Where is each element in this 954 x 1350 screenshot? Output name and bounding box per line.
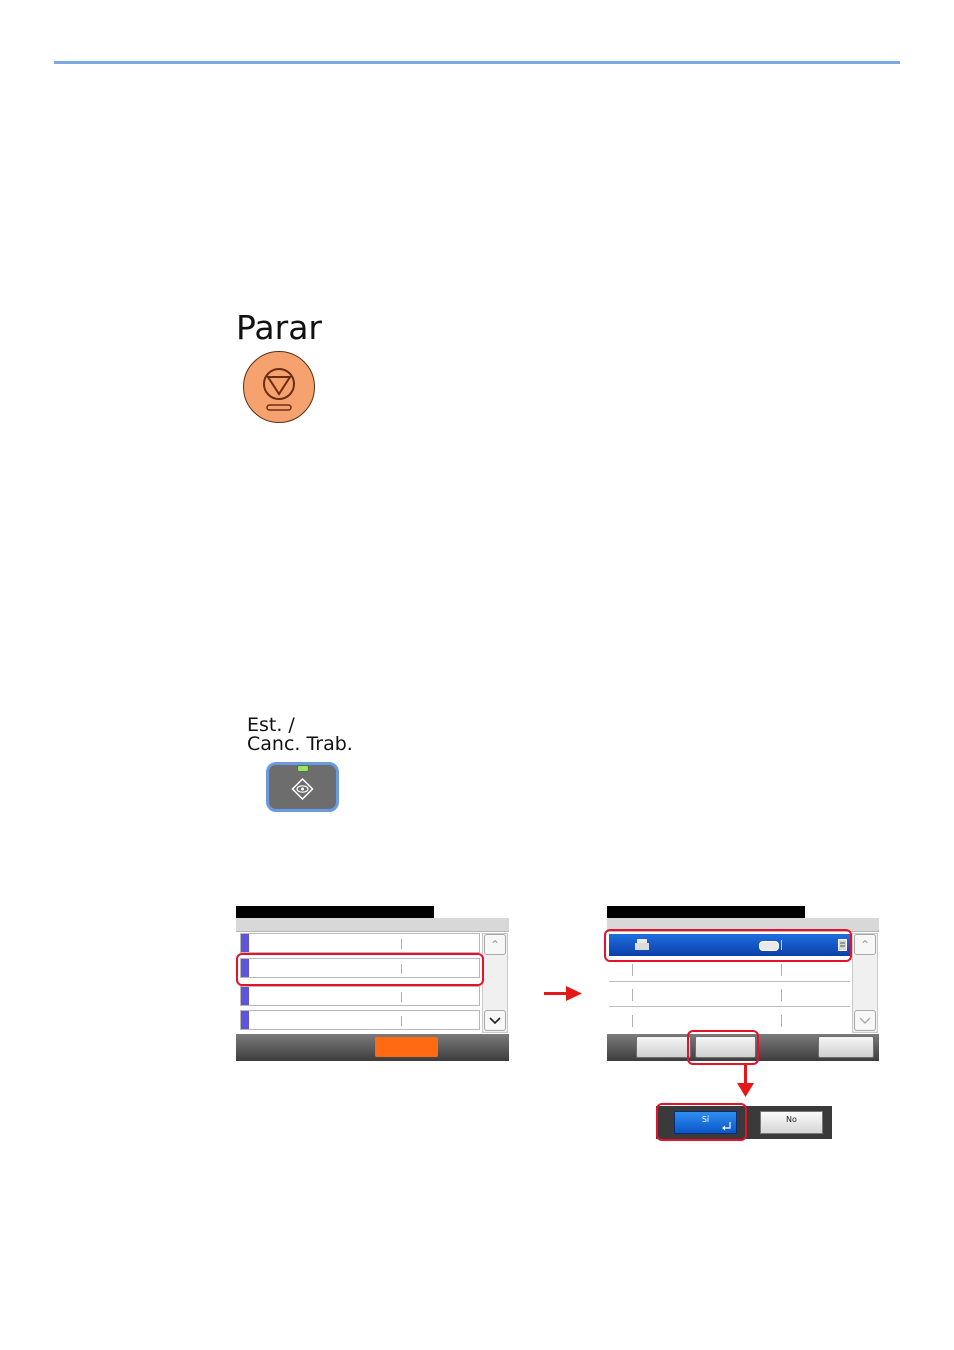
header-rule bbox=[54, 61, 900, 64]
stop-icon bbox=[263, 368, 295, 411]
stop-button[interactable] bbox=[243, 351, 315, 423]
printer-icon bbox=[635, 939, 649, 950]
chevron-up-icon: ⌃ bbox=[489, 937, 501, 952]
row-marker bbox=[241, 1011, 249, 1029]
job-row[interactable] bbox=[240, 986, 480, 1006]
scroll-up-button[interactable]: ⌃ bbox=[854, 934, 876, 955]
row-marker bbox=[241, 934, 249, 952]
job-list-screen: ⌃ bbox=[236, 906, 509, 1061]
job-row[interactable] bbox=[609, 984, 850, 1007]
column-divider bbox=[401, 992, 402, 1002]
chevron-down-icon bbox=[859, 1017, 871, 1024]
arrow-down-line bbox=[744, 1064, 747, 1086]
arrow-right-icon bbox=[566, 986, 582, 1001]
no-button-label: No bbox=[786, 1115, 797, 1124]
scroll-up-button[interactable]: ⌃ bbox=[484, 934, 506, 955]
column-divider bbox=[401, 1016, 402, 1026]
job-row[interactable] bbox=[609, 959, 850, 982]
yes-button[interactable]: Sí bbox=[674, 1111, 737, 1134]
column-divider bbox=[781, 989, 782, 1001]
column-divider bbox=[781, 964, 782, 976]
column-divider bbox=[781, 1015, 782, 1027]
column-divider bbox=[632, 964, 633, 976]
job-detail-screen: ⌃ bbox=[607, 906, 879, 1061]
cancel-button-highlight bbox=[687, 1030, 759, 1065]
screen-bottom-bar bbox=[236, 1034, 509, 1061]
status-key-label-line2: Canc. Trab. bbox=[247, 733, 353, 755]
screen-title-bar bbox=[236, 906, 434, 918]
row-marker bbox=[241, 987, 249, 1005]
cancel-job-button[interactable] bbox=[375, 1037, 438, 1057]
status-led bbox=[297, 765, 309, 772]
list-header bbox=[236, 918, 509, 932]
job-row[interactable] bbox=[609, 1010, 850, 1032]
close-button[interactable] bbox=[818, 1036, 874, 1058]
screen-title-bar bbox=[607, 906, 805, 918]
stop-key-label: Parar bbox=[236, 308, 322, 347]
job-row[interactable] bbox=[240, 933, 480, 953]
column-divider bbox=[632, 1015, 633, 1027]
status-key-label: Est. / Canc. Trab. bbox=[247, 716, 353, 754]
yes-button-label: Sí bbox=[701, 1115, 710, 1124]
chevron-down-icon bbox=[489, 1016, 501, 1024]
bottom-button-left[interactable] bbox=[636, 1036, 691, 1058]
row-marker bbox=[241, 959, 249, 977]
status-pill bbox=[759, 941, 779, 951]
selected-job-highlight bbox=[236, 953, 484, 986]
chevron-up-icon: ⌃ bbox=[859, 937, 871, 952]
scroll-down-button[interactable] bbox=[484, 1010, 506, 1031]
yes-button-highlight bbox=[656, 1103, 747, 1141]
selected-job-row[interactable] bbox=[609, 934, 850, 956]
column-divider bbox=[781, 940, 782, 950]
enter-icon bbox=[722, 1122, 731, 1131]
no-button[interactable]: No bbox=[760, 1111, 823, 1134]
column-divider bbox=[632, 989, 633, 1001]
arrow-down-icon bbox=[737, 1083, 754, 1097]
status-job-cancel-icon bbox=[291, 777, 314, 801]
job-row[interactable] bbox=[240, 958, 480, 978]
column-divider bbox=[401, 964, 402, 974]
column-divider bbox=[401, 939, 402, 949]
arrow-right-line bbox=[544, 992, 569, 995]
document-icon bbox=[838, 939, 847, 951]
status-key-label-line1: Est. / bbox=[247, 714, 295, 736]
scroll-down-button[interactable] bbox=[854, 1010, 876, 1031]
selected-job-highlight bbox=[604, 929, 852, 962]
list-header bbox=[607, 918, 879, 932]
job-row[interactable] bbox=[240, 1010, 480, 1030]
cancel-button[interactable] bbox=[695, 1036, 756, 1058]
